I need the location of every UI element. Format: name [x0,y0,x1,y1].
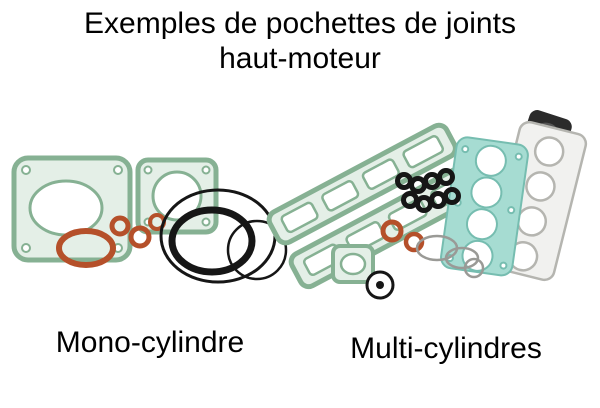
bolt-hole [514,152,523,161]
small-green-gasket-hole [339,252,367,276]
bolt-hole [21,165,31,175]
mono-base-gasket-bore [151,170,203,222]
exhaust-oring [56,228,116,268]
multi-cylinder-gasket-set [266,110,588,300]
small-green-gasket [331,244,375,284]
caption-mono-cylindre: Mono-cylindre [55,326,245,359]
bolt-hole [201,165,211,175]
thin-seal-rings [415,234,485,279]
grommet [443,187,461,205]
mono-orange-orings [56,213,166,268]
teal-gasket-bore [470,176,503,209]
bolt-hole [143,165,153,175]
cover-gasket-window [280,201,319,234]
black-seal-with-dot [365,270,395,300]
teal-head-gasket [440,136,529,277]
cover-gasket-window [361,158,400,190]
gray-gasket-bore [525,171,556,202]
bolt-hole [21,243,31,253]
valve-stem-grommets [395,168,461,213]
small-oring [403,231,425,253]
grommet [437,168,455,186]
grommet [409,176,427,194]
valve-cover-gasket-1 [266,122,458,246]
black-seal-dot [376,281,384,289]
caption-multi-cylindres: Multi-cylindres [350,332,542,365]
gasket-photo-illustration [11,110,588,300]
gray-gasket-bore [533,136,565,167]
small-oring [109,215,131,237]
seal-ring [463,257,485,279]
bolt-hole [461,145,470,154]
image-title: Exemples de pochettes de joints haut-mot… [0,6,600,76]
title-line1: Exemples de pochettes de joints [84,7,516,40]
mono-head-gasket-bore [28,179,104,237]
small-oring [380,219,404,243]
title-line2: haut-moteur [219,42,381,75]
multi-orange-orings [380,219,425,253]
bolt-hole [201,217,211,227]
thin-seal-ring [226,219,288,281]
seal-ring [444,246,480,270]
bolt-hole [113,165,123,175]
teal-gasket-bore [474,144,507,177]
bolt-hole [507,206,516,215]
cover-gasket-window [402,134,445,169]
small-oring [128,225,152,249]
bolt-hole [499,261,508,270]
mono-green-gaskets [11,155,219,263]
teal-gasket-bore [465,208,498,241]
large-rubber-ring-inner [168,206,256,276]
cover-gasket-window [321,180,360,212]
mono-cylinder-gasket-set [11,155,288,284]
